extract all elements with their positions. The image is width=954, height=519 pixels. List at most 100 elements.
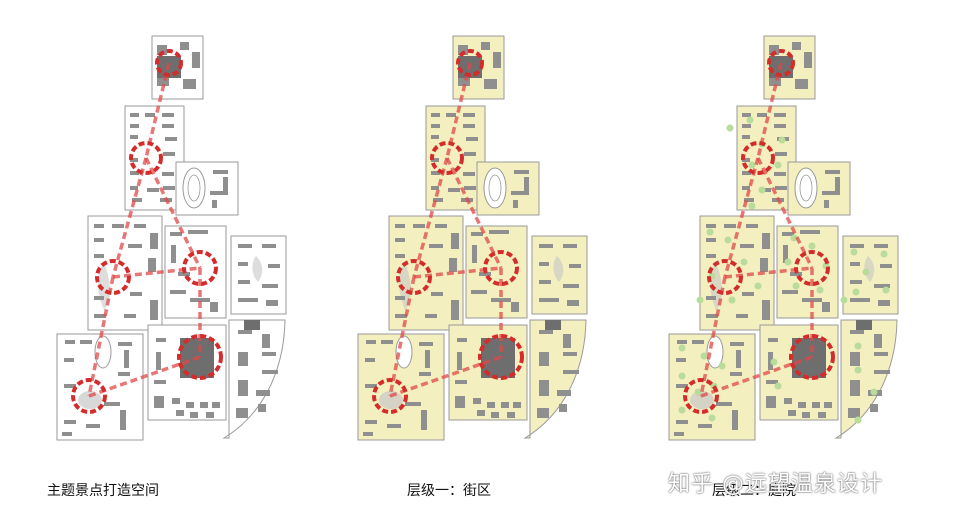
courtyard-green	[724, 236, 732, 244]
axis-line	[756, 157, 814, 269]
building	[563, 370, 579, 374]
building	[150, 233, 158, 249]
building	[130, 135, 138, 139]
courtyard-green	[790, 234, 798, 242]
building	[413, 224, 425, 228]
building	[130, 186, 138, 190]
panel-caption: 层级一：街区	[407, 483, 491, 499]
building	[395, 254, 405, 258]
courtyard-green	[754, 282, 762, 290]
building	[484, 79, 497, 89]
building	[206, 412, 214, 418]
building	[157, 45, 167, 55]
building	[746, 224, 758, 228]
courtyard-green	[840, 296, 848, 304]
node-southwest	[683, 378, 719, 414]
building	[706, 296, 716, 300]
site-plan-map	[357, 35, 588, 441]
building	[365, 384, 377, 388]
building	[238, 352, 248, 366]
building	[223, 177, 228, 191]
block-central	[776, 225, 839, 319]
axis-line	[388, 276, 416, 397]
building	[262, 284, 278, 288]
building	[112, 224, 124, 228]
stadium-track	[483, 167, 507, 209]
courtyard-green	[718, 362, 726, 370]
building	[451, 300, 459, 320]
building	[783, 245, 788, 263]
building	[451, 233, 459, 249]
site-plan-map	[668, 35, 899, 441]
building	[128, 244, 142, 248]
building	[188, 230, 208, 234]
block-central	[164, 225, 227, 319]
building	[238, 330, 252, 334]
building	[262, 334, 270, 348]
building	[677, 340, 687, 344]
building	[210, 302, 218, 312]
building	[563, 244, 577, 248]
stadium-track	[794, 167, 818, 209]
building	[170, 232, 182, 236]
axis-line	[723, 157, 760, 278]
courtyard-green	[854, 416, 862, 424]
building	[64, 358, 74, 362]
building	[178, 272, 190, 276]
building	[162, 124, 174, 128]
building	[800, 230, 820, 234]
plaza-southwest	[78, 391, 102, 409]
building	[539, 244, 553, 248]
building	[64, 420, 76, 424]
building	[706, 254, 716, 258]
building	[471, 290, 487, 294]
building	[802, 412, 810, 418]
building	[163, 152, 175, 156]
building	[262, 370, 278, 374]
building	[716, 402, 732, 406]
building	[557, 390, 571, 396]
building	[782, 232, 794, 236]
building	[775, 186, 787, 190]
courtyard-green	[696, 296, 704, 304]
courtyard-green	[870, 388, 878, 396]
node-west-middle	[707, 259, 743, 295]
building	[493, 52, 501, 68]
node-southwest	[71, 378, 107, 414]
building	[674, 432, 684, 436]
building	[171, 245, 176, 263]
building	[365, 358, 375, 362]
building	[458, 45, 468, 55]
building	[94, 254, 104, 258]
axis-line	[700, 355, 813, 398]
building	[435, 224, 447, 228]
building	[162, 113, 174, 117]
building	[874, 370, 890, 374]
courtyard-green	[678, 406, 686, 414]
building	[183, 79, 196, 89]
axis-line	[389, 355, 502, 398]
building	[742, 292, 754, 296]
courtyard-green	[708, 414, 716, 422]
building	[238, 244, 252, 248]
building	[94, 224, 104, 228]
watermark-text: 知乎 @远望温泉设计	[668, 472, 883, 497]
stadium-track	[182, 167, 206, 209]
node-west-middle	[95, 259, 131, 295]
stadium-field	[799, 174, 813, 202]
building	[563, 284, 579, 288]
building	[742, 158, 750, 162]
plaza-east	[252, 256, 263, 282]
building	[514, 170, 529, 174]
building	[464, 186, 476, 190]
courtyard-green	[808, 242, 816, 250]
courtyard-green	[746, 116, 754, 124]
building	[212, 402, 220, 408]
building	[818, 412, 826, 418]
building	[446, 113, 456, 117]
courtyard-green	[748, 202, 756, 210]
building	[258, 404, 266, 412]
building	[835, 177, 840, 191]
building	[790, 272, 802, 276]
building	[824, 402, 832, 408]
